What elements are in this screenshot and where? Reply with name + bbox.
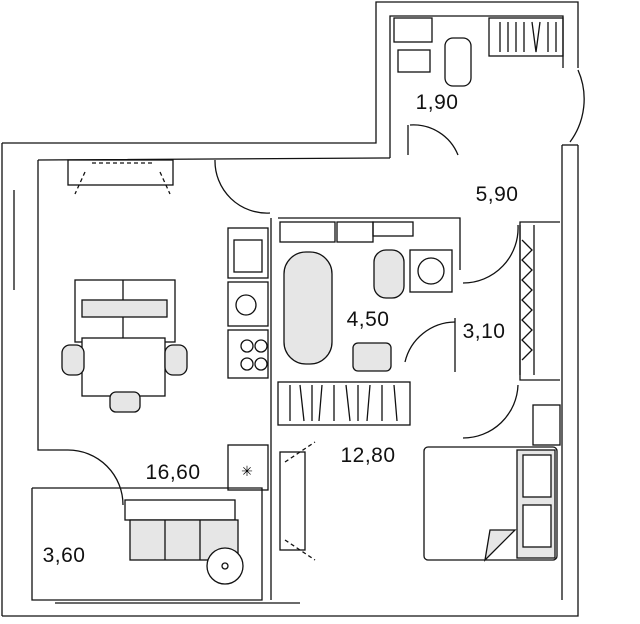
room-area-hallway: 5,90 <box>475 183 519 206</box>
bedroom-furniture <box>279 404 561 562</box>
radiator-icon: ✳ <box>241 464 253 480</box>
room-area-loggia: 3,60 <box>42 544 86 567</box>
outer-walls <box>1 1 579 617</box>
room-area-corridor: 3,10 <box>462 320 506 343</box>
room-area-living-kitchen: 16,60 <box>145 461 201 484</box>
room-area-bathroom: 4,50 <box>346 308 390 331</box>
living-furniture <box>61 159 269 585</box>
interior-walls <box>67 159 560 600</box>
toilet-walls <box>393 17 585 156</box>
room-area-bedroom: 12,80 <box>340 444 396 467</box>
bathroom-fixtures <box>279 221 453 372</box>
room-area-toilet: 1,90 <box>415 91 459 114</box>
